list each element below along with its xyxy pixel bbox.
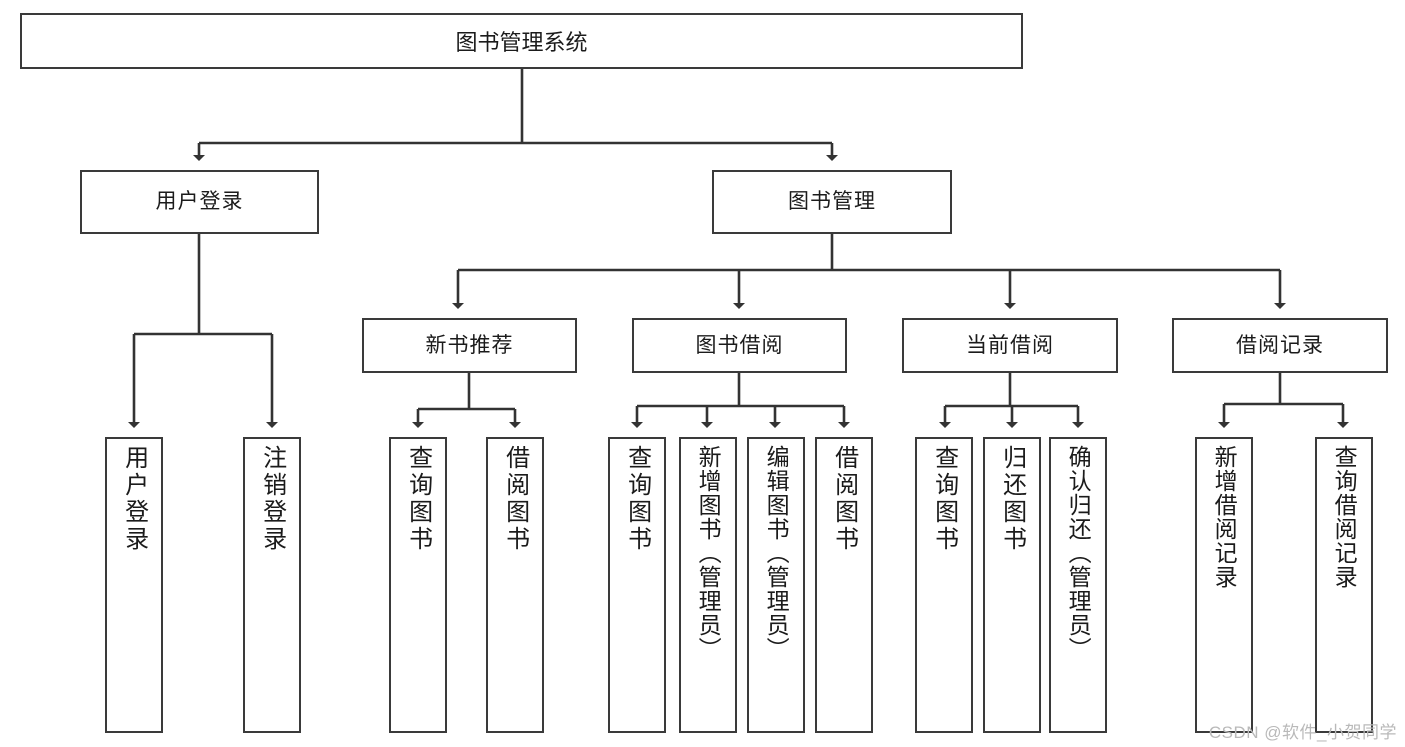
node-new-book-recommend[interactable]: 新书推荐 (362, 318, 577, 373)
node-label: 确认归还（管理员） (1065, 445, 1092, 661)
leaf-book-borrow-query[interactable]: 查询图书 (608, 437, 666, 733)
node-label: 借阅图书 (501, 445, 529, 553)
node-label: 查询图书 (404, 445, 432, 553)
leaf-current-borrow-query[interactable]: 查询图书 (915, 437, 973, 733)
node-label: 归还图书 (998, 445, 1026, 553)
node-label: 编辑图书（管理员） (763, 445, 790, 661)
node-label: 当前借阅 (966, 333, 1054, 357)
node-book-management[interactable]: 图书管理 (712, 170, 952, 234)
node-label: 图书借阅 (695, 333, 784, 357)
watermark-text: CSDN @软件_小贺同学 (1208, 723, 1397, 742)
node-label: 注销登录 (258, 445, 286, 553)
node-label: 用户登录 (120, 445, 148, 553)
node-user-login[interactable]: 用户登录 (80, 170, 319, 234)
node-label: 查询图书 (930, 445, 958, 553)
leaf-new-book-query[interactable]: 查询图书 (389, 437, 447, 733)
node-label: 图书管理系统 (455, 30, 588, 55)
leaf-current-borrow-confirm-return[interactable]: 确认归还（管理员） (1049, 437, 1107, 733)
node-label: 借阅记录 (1236, 333, 1324, 357)
leaf-user-login-login[interactable]: 用户登录 (105, 437, 163, 733)
node-label: 新增图书（管理员） (695, 445, 722, 661)
node-label: 查询图书 (623, 445, 651, 553)
node-borrow-record[interactable]: 借阅记录 (1172, 318, 1388, 373)
node-label: 借阅图书 (830, 445, 858, 553)
node-book-borrow[interactable]: 图书借阅 (632, 318, 847, 373)
leaf-book-borrow-edit[interactable]: 编辑图书（管理员） (747, 437, 805, 733)
leaf-book-borrow-borrow[interactable]: 借阅图书 (815, 437, 873, 733)
leaf-new-book-borrow[interactable]: 借阅图书 (486, 437, 544, 733)
node-root-system[interactable]: 图书管理系统 (20, 13, 1023, 69)
node-label: 新增借阅记录 (1211, 445, 1238, 589)
node-label: 用户登录 (155, 190, 244, 214)
leaf-book-borrow-add[interactable]: 新增图书（管理员） (679, 437, 737, 733)
leaf-borrow-record-query[interactable]: 查询借阅记录 (1315, 437, 1373, 733)
node-label: 图书管理 (788, 190, 876, 214)
node-current-borrow[interactable]: 当前借阅 (902, 318, 1118, 373)
node-label: 新书推荐 (425, 333, 514, 357)
leaf-current-borrow-return[interactable]: 归还图书 (983, 437, 1041, 733)
node-label: 查询借阅记录 (1331, 445, 1358, 589)
leaf-borrow-record-add[interactable]: 新增借阅记录 (1195, 437, 1253, 733)
leaf-user-login-logout[interactable]: 注销登录 (243, 437, 301, 733)
